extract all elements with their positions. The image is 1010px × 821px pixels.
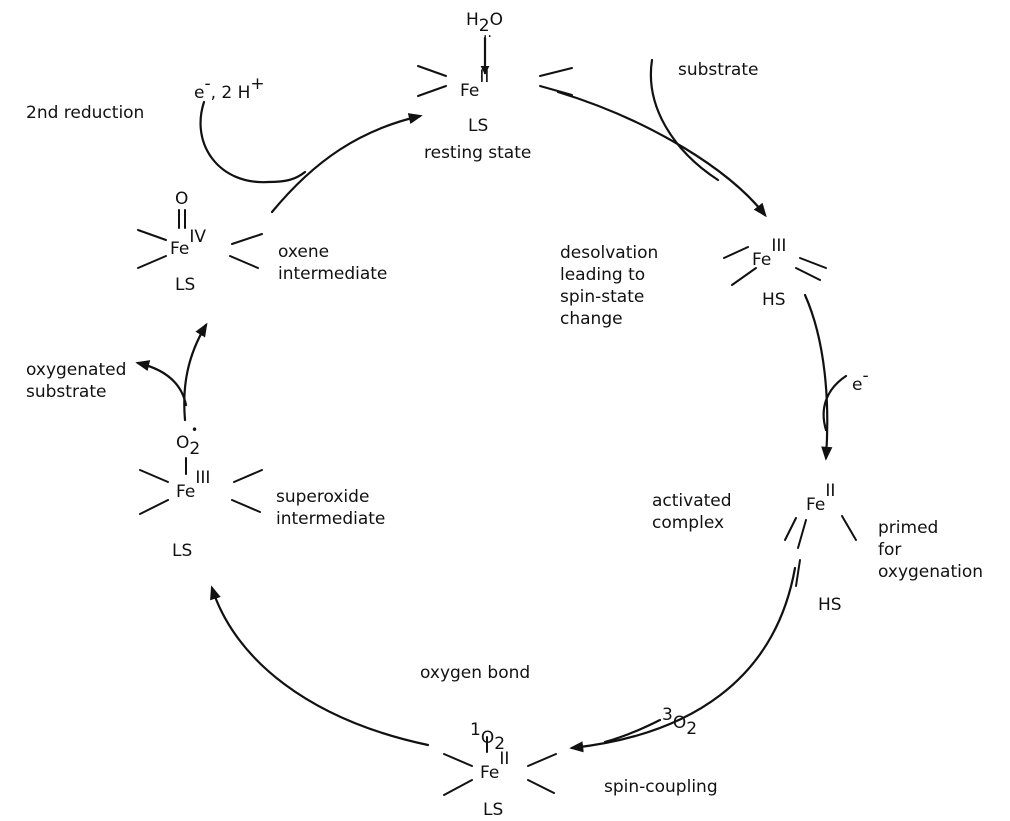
second-reduction-arrow bbox=[199, 100, 307, 184]
oxygen-spin: LS bbox=[483, 800, 503, 820]
oxygen-metal: FeII bbox=[480, 749, 509, 783]
cycle-arrow-oxene-to-resting bbox=[270, 113, 423, 214]
oxygen-bound-complex: 1O2 FeII LS bbox=[443, 720, 557, 820]
spin-coupling-label: spin-coupling bbox=[604, 777, 718, 797]
oxene-ligand: O bbox=[175, 189, 188, 209]
fe2-spin: HS bbox=[818, 595, 842, 615]
triplet-oxygen-label: 3O2 bbox=[662, 705, 697, 739]
resting-caption: resting state bbox=[424, 143, 531, 163]
superoxide-spin: LS bbox=[172, 541, 192, 561]
second-reduction-label: 2nd reduction bbox=[26, 103, 144, 123]
desolvation-label: desolvation leading to spin-state change bbox=[560, 243, 664, 329]
resting-state-complex: H2O ·· FeII LS resting state bbox=[417, 10, 573, 163]
water-lone-pair: ·· bbox=[483, 29, 492, 45]
activated-complex-label: activated complex bbox=[652, 491, 737, 533]
substrate-entry-arrow bbox=[649, 58, 720, 182]
cycle-arrow-fe2-to-oxygen bbox=[569, 566, 797, 753]
superoxide-radical: • bbox=[191, 423, 198, 437]
cycle-arrow-resting-to-fe3 bbox=[556, 90, 767, 218]
oxene-label: oxene intermediate bbox=[278, 242, 387, 284]
oxygenated-substrate-label: oxygenated substrate bbox=[26, 360, 132, 402]
electron-entry-arrow bbox=[822, 374, 848, 432]
oxygen-bond-label: oxygen bond bbox=[420, 663, 530, 683]
triplet-oxygen-entry-arrow bbox=[603, 718, 662, 744]
superoxide-label: superoxide intermediate bbox=[276, 487, 385, 529]
resting-metal: FeII bbox=[460, 67, 489, 101]
water-ligand: H2O bbox=[466, 10, 503, 36]
cycle-arrow-fe3-to-fe2 bbox=[803, 293, 833, 461]
cycle-arrow-oxygen-to-superoxide bbox=[210, 585, 430, 747]
fe3-spin: HS bbox=[762, 290, 786, 310]
superoxide-complex: O2 • FeIII LS bbox=[139, 423, 263, 561]
oxene-spin: LS bbox=[175, 275, 195, 295]
substrate-label: substrate bbox=[678, 60, 758, 80]
oxene-metal: FeIV bbox=[170, 227, 206, 259]
oxygenated-substrate-exit-arrow bbox=[135, 360, 188, 407]
fe3-hs-complex: FeIII HS bbox=[723, 236, 827, 310]
reduction-reagents: e-, 2 H+ bbox=[194, 74, 265, 103]
superoxide-ligand: O2 bbox=[176, 433, 200, 459]
superoxide-metal: FeIII bbox=[176, 468, 210, 502]
electron-label: e- bbox=[852, 366, 869, 395]
resting-spin: LS bbox=[468, 116, 488, 136]
cycle-arrow-superoxide-to-oxene bbox=[183, 322, 208, 422]
oxene-complex: O FeIV LS bbox=[137, 189, 263, 295]
fe2-metal: FeII bbox=[806, 481, 835, 515]
fe3-metal: FeIII bbox=[752, 236, 786, 270]
primed-label: primed for oxygenation bbox=[878, 518, 983, 582]
fe2-hs-complex: FeII HS bbox=[784, 481, 857, 615]
